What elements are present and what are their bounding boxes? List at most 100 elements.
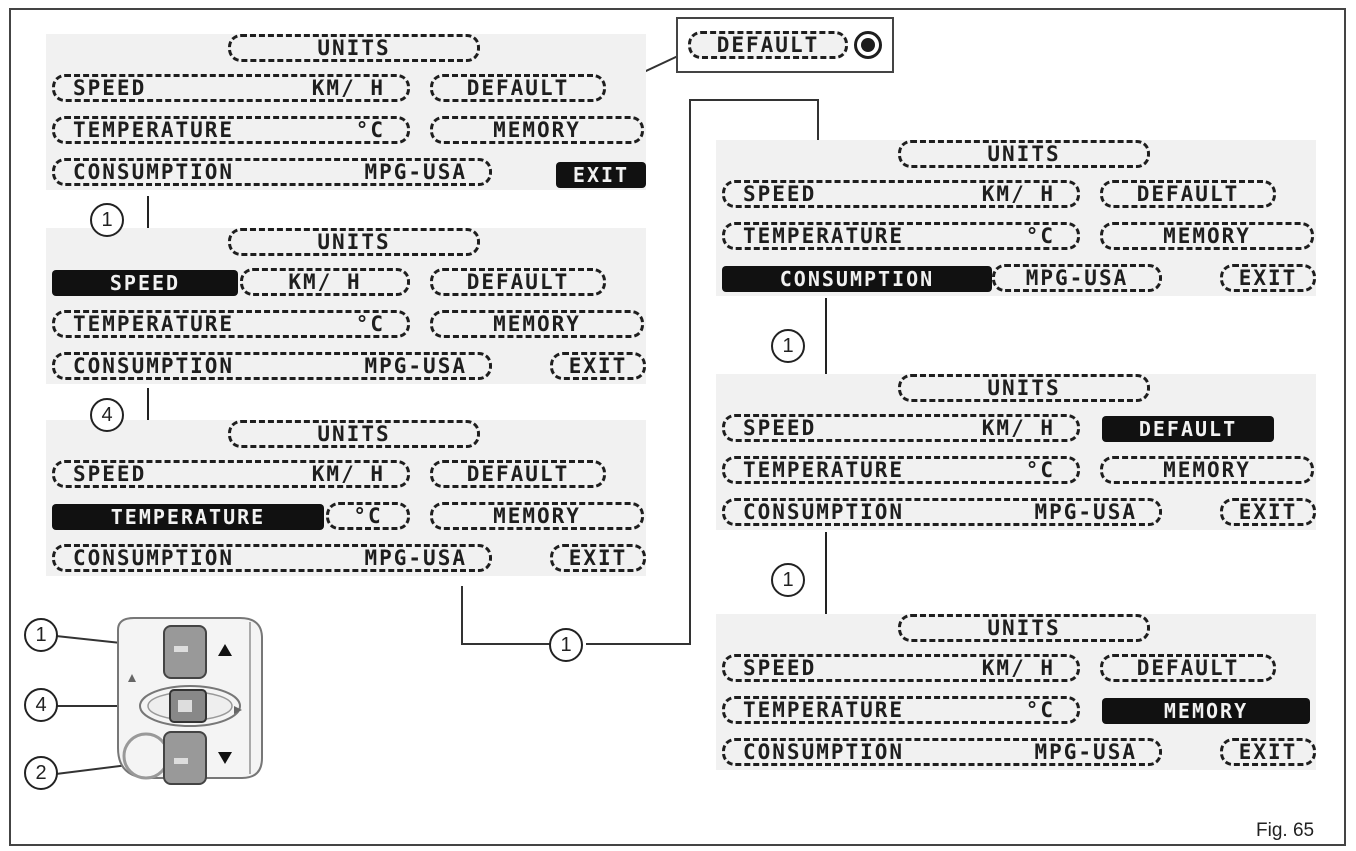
speed-row-label: SPEED	[73, 76, 147, 100]
callout-default-pill: DEFAULT	[688, 31, 848, 59]
consumption-selected[interactable]: CONSUMPTION	[722, 266, 992, 292]
units-title-label: UNITS	[987, 616, 1061, 640]
memory-button[interactable]: MEMORY	[1100, 222, 1314, 250]
units-title-label: UNITS	[317, 230, 391, 254]
default-button-label: DEFAULT	[1136, 656, 1240, 680]
connector-line	[586, 99, 819, 645]
units-title[interactable]: UNITS	[898, 374, 1150, 402]
consumption-row-value: MPG-USA	[1034, 740, 1137, 764]
memory-button[interactable]: MEMORY	[1100, 456, 1314, 484]
consumption-row-label: CONSUMPTION	[73, 354, 235, 378]
handlebar-switch	[117, 617, 263, 785]
units-title[interactable]: UNITS	[898, 614, 1150, 642]
default-button[interactable]: DEFAULT	[430, 268, 606, 296]
temperature-row[interactable]: TEMPERATURE°C	[722, 222, 1080, 250]
connector-line	[461, 586, 550, 645]
consumption-row-value: MPG-USA	[364, 160, 467, 184]
memory-selected[interactable]: MEMORY	[1102, 698, 1310, 724]
units-title[interactable]: UNITS	[228, 228, 480, 256]
temperature-row-value: °C	[1025, 698, 1055, 722]
middle-button-ring	[139, 685, 241, 727]
units-title[interactable]: UNITS	[898, 140, 1150, 168]
temperature-value-field-label: °C	[353, 504, 383, 528]
temperature-row[interactable]: TEMPERATURE °C	[722, 696, 1080, 724]
speed-row-label: SPEED	[743, 416, 817, 440]
consumption-row-label: CONSUMPTION	[743, 500, 905, 524]
units-title[interactable]: UNITS	[228, 34, 480, 62]
consumption-value-field-label: MPG-USA	[1025, 266, 1129, 290]
consumption-row-value: MPG-USA	[364, 546, 467, 570]
consumption-row[interactable]: CONSUMPTION MPG-USA	[722, 498, 1162, 526]
temperature-selected[interactable]: TEMPERATURE	[52, 504, 324, 530]
step-number: 1	[90, 203, 124, 237]
exit-selected[interactable]: EXIT	[556, 162, 646, 188]
memory-button[interactable]: MEMORY	[430, 116, 644, 144]
temperature-row[interactable]: TEMPERATURE °C	[722, 456, 1080, 484]
units-title-label: UNITS	[987, 142, 1061, 166]
temperature-row-label: TEMPERATURE	[743, 458, 905, 482]
triangle-up-icon	[218, 644, 232, 656]
callout-number: 1	[24, 618, 58, 652]
memory-button-label: MEMORY	[493, 504, 581, 528]
temperature-row-label: TEMPERATURE	[743, 698, 905, 722]
units-title-label: UNITS	[317, 36, 391, 60]
memory-button[interactable]: MEMORY	[430, 310, 644, 338]
default-button[interactable]: DEFAULT	[430, 74, 606, 102]
temperature-row[interactable]: TEMPERATURE°C	[52, 310, 410, 338]
default-selected[interactable]: DEFAULT	[1102, 416, 1274, 442]
speed-row-label: SPEED	[743, 182, 817, 206]
consumption-row-label: CONSUMPTION	[73, 546, 235, 570]
consumption-row[interactable]: CONSUMPTION MPG-USA	[52, 352, 492, 380]
speed-value-field[interactable]: KM/ H	[240, 268, 410, 296]
temperature-row-value: °C	[355, 312, 385, 336]
temperature-row-value: °C	[355, 118, 385, 142]
consumption-row[interactable]: CONSUMPTION MPG-USA	[722, 738, 1162, 766]
temperature-row[interactable]: TEMPERATURE°C	[52, 116, 410, 144]
speed-row-value: KM/ H	[311, 462, 385, 486]
exit-button[interactable]: EXIT	[1220, 498, 1316, 526]
exit-button[interactable]: EXIT	[1220, 264, 1316, 292]
exit-button-label: EXIT	[1238, 500, 1298, 524]
consumption-row-value: MPG-USA	[1034, 500, 1137, 524]
units-title[interactable]: UNITS	[228, 420, 480, 448]
default-button[interactable]: DEFAULT	[1100, 654, 1276, 682]
consumption-value-field[interactable]: MPG-USA	[992, 264, 1162, 292]
units-title-label: UNITS	[317, 422, 391, 446]
consumption-row-label: CONSUMPTION	[743, 740, 905, 764]
default-button-label: DEFAULT	[466, 270, 570, 294]
temperature-value-field[interactable]: °C	[326, 502, 410, 530]
units-title-label: UNITS	[987, 376, 1061, 400]
consumption-row[interactable]: CONSUMPTION MPG-USA	[52, 544, 492, 572]
temperature-row-value: °C	[1025, 458, 1055, 482]
memory-button-label: MEMORY	[1163, 224, 1251, 248]
default-button-label: DEFAULT	[466, 76, 570, 100]
filled-circle-icon	[861, 38, 875, 52]
confirm-button-mark	[178, 700, 192, 712]
default-button-label: DEFAULT	[1136, 182, 1240, 206]
consumption-row[interactable]: CONSUMPTION MPG-USA	[52, 158, 492, 186]
memory-button-label: MEMORY	[1163, 458, 1251, 482]
default-button[interactable]: DEFAULT	[1100, 180, 1276, 208]
exit-button-label: EXIT	[1238, 740, 1298, 764]
step-number: 4	[90, 398, 124, 432]
step-number: 1	[771, 563, 805, 597]
memory-button-label: MEMORY	[493, 118, 581, 142]
exit-button[interactable]: EXIT	[550, 352, 646, 380]
exit-button[interactable]: EXIT	[550, 544, 646, 572]
speed-selected[interactable]: SPEED	[52, 270, 238, 296]
consumption-row-label: CONSUMPTION	[73, 160, 235, 184]
consumption-row-value: MPG-USA	[364, 354, 467, 378]
exit-button[interactable]: EXIT	[1220, 738, 1316, 766]
memory-button[interactable]: MEMORY	[430, 502, 644, 530]
exit-button-label: EXIT	[568, 354, 628, 378]
default-callout: DEFAULT	[676, 17, 894, 73]
callout-ring-icon	[854, 31, 882, 59]
default-button[interactable]: DEFAULT	[430, 460, 606, 488]
